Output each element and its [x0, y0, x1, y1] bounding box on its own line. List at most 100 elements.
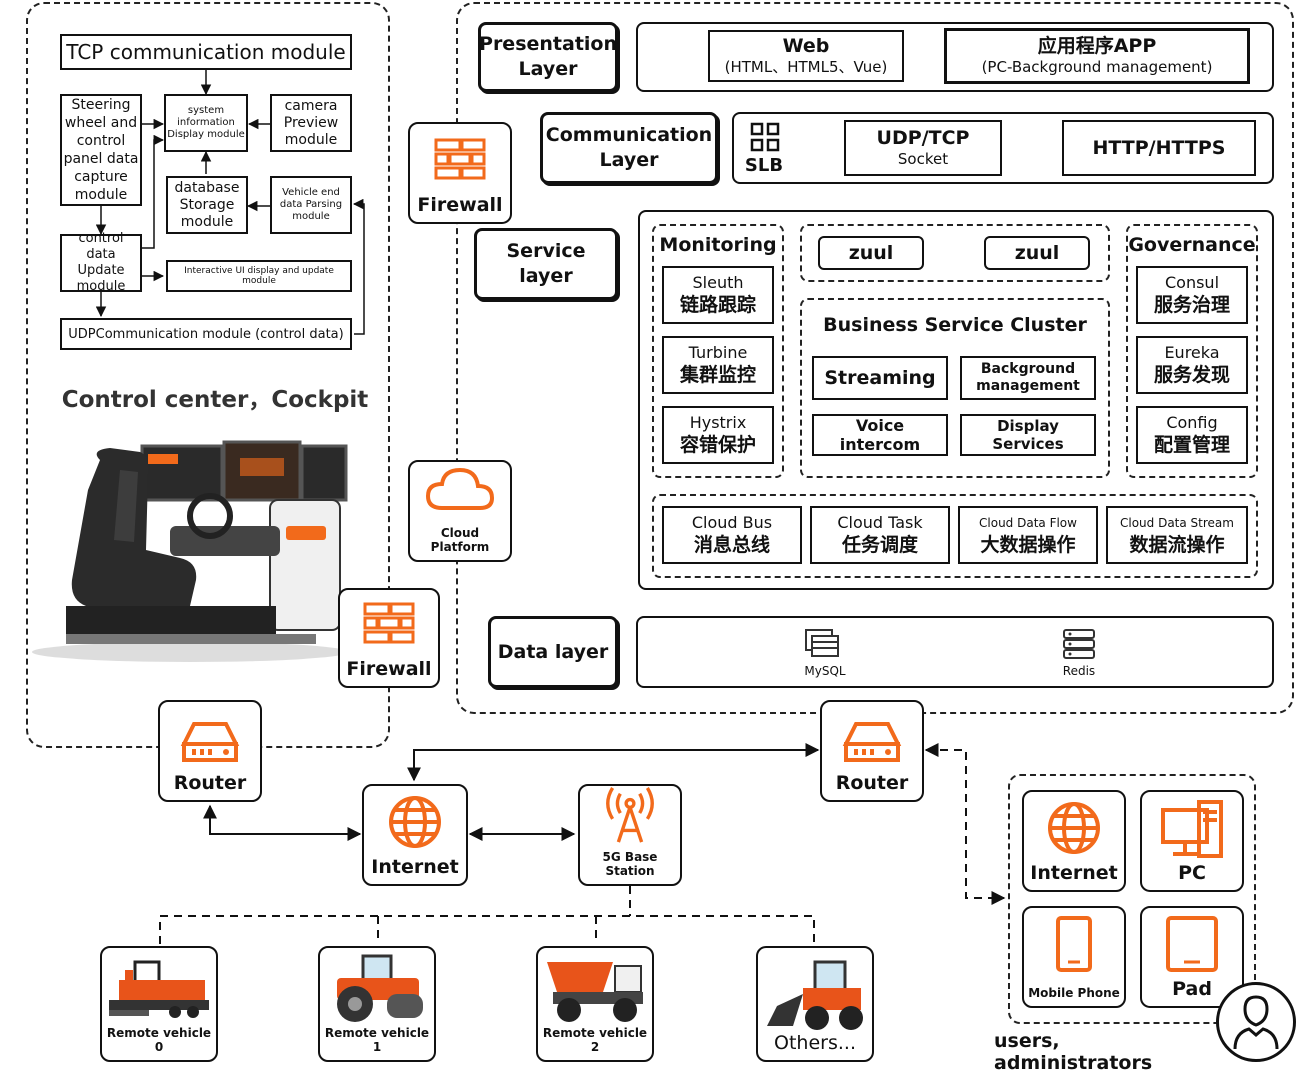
data-layer-container: [636, 616, 1274, 688]
user-internet-label: Internet: [1030, 862, 1118, 884]
control-data-update-module: control data Update module: [60, 231, 142, 294]
app-box: 应用程序APP (PC-Background management): [944, 28, 1250, 84]
data-layer-label: Data layer: [488, 616, 618, 688]
user-pad-box: Pad: [1140, 906, 1244, 1008]
monitoring-group: [652, 224, 784, 478]
user-icon: [1233, 995, 1279, 1050]
user-pc-box: PC: [1140, 790, 1244, 892]
router-icon: [180, 722, 240, 762]
roller-vehicle-icon: [337, 954, 423, 1022]
udp-tcp-subtitle: Socket: [897, 150, 949, 168]
remote-vehicle-1-label: Remote vehicle 1: [324, 1026, 430, 1054]
cloud-bus-en: Cloud Bus: [691, 513, 773, 532]
app-title: 应用程序APP: [1037, 35, 1157, 57]
user-pc-label: PC: [1178, 862, 1206, 884]
firewall-icon: [363, 602, 415, 644]
udp-communication-module: UDPCommunication module (control data): [60, 318, 352, 350]
business-cluster-group: [800, 298, 1110, 478]
consul-box: Consul 服务治理: [1136, 266, 1248, 324]
dump-truck-icon: [547, 962, 643, 1022]
cloud-data-flow-box: Cloud Data Flow 大数据操作: [958, 506, 1098, 564]
zuul-box-1: zuul: [818, 236, 924, 270]
database-storage-module: database Storage module: [166, 176, 248, 234]
cloud-bus-zh: 消息总线: [693, 534, 770, 556]
remote-vehicle-1-box: Remote vehicle 1: [318, 946, 436, 1062]
redis-label: Redis: [1062, 664, 1096, 678]
cloud-router-box: Router: [820, 700, 924, 802]
consul-en: Consul: [1164, 273, 1220, 292]
control-router-box: Router: [158, 700, 262, 802]
mysql-label: MySQL: [804, 664, 846, 678]
others-vehicle-box: Others...: [756, 946, 874, 1062]
cloud-task-zh: 任务调度: [841, 534, 918, 556]
firewall-icon: [434, 138, 486, 180]
sleuth-box: Sleuth 链路跟踪: [662, 266, 774, 324]
hystrix-zh: 容错保护: [679, 434, 756, 456]
cloud-platform-label: Cloud Platform: [430, 526, 490, 554]
remote-vehicle-0-label: Remote vehicle 0: [106, 1026, 212, 1054]
config-zh: 配置管理: [1153, 434, 1230, 456]
camera-preview-module: camera Preview module: [270, 94, 352, 152]
eureka-en: Eureka: [1164, 343, 1220, 362]
user-internet-box: Internet: [1022, 790, 1126, 892]
app-subtitle: (PC-Background management): [981, 58, 1213, 76]
control-firewall-label: Firewall: [346, 658, 432, 680]
voice-intercom-box: Voice intercom: [812, 414, 948, 456]
user-phone-label: Mobile Phone: [1028, 986, 1120, 1000]
zuul-box-2: zuul: [984, 236, 1090, 270]
config-box: Config 配置管理: [1136, 406, 1248, 464]
remote-vehicle-2-label: Remote vehicle 2: [542, 1026, 648, 1054]
user-avatar: [1216, 982, 1296, 1062]
eureka-box: Eureka 服务发现: [1136, 336, 1248, 394]
tablet-icon: [1166, 916, 1218, 972]
web-box: Web (HTML、HTML5、Vue): [708, 30, 904, 82]
interactive-ui-module: Interactive UI display and update module: [166, 260, 352, 292]
sleuth-en: Sleuth: [692, 273, 744, 292]
cloud-data-stream-en: Cloud Data Stream: [1120, 516, 1234, 530]
mobile-phone-icon: [1056, 916, 1092, 972]
cloud-data-flow-en: Cloud Data Flow: [979, 516, 1077, 530]
web-subtitle: (HTML、HTML5、Vue): [724, 58, 888, 76]
antenna-icon: [606, 787, 654, 843]
base-station-label: 5G Base Station: [602, 850, 658, 878]
cloud-firewall-box: Firewall: [408, 122, 512, 224]
paver-vehicle-icon: [109, 960, 209, 1018]
cloud-data-stream-box: Cloud Data Stream 数据流操作: [1106, 506, 1248, 564]
internet-label: Internet: [371, 856, 459, 878]
presentation-layer-label: Presentation Layer: [478, 22, 618, 92]
tcp-communication-module: TCP communication module: [60, 34, 352, 70]
monitoring-title: Monitoring: [659, 234, 777, 256]
hystrix-box: Hystrix 容错保护: [662, 406, 774, 464]
cloud-icon: [425, 467, 495, 510]
system-info-display-module: system information Display module: [164, 94, 248, 152]
hystrix-en: Hystrix: [689, 413, 747, 432]
consul-zh: 服务治理: [1153, 294, 1230, 316]
sleuth-zh: 链路跟踪: [679, 294, 756, 316]
gateway-group: [800, 224, 1110, 282]
turbine-box: Turbine 集群监控: [662, 336, 774, 394]
streaming-box: Streaming: [812, 356, 948, 400]
http-https-box: HTTP/HTTPS: [1062, 120, 1256, 176]
cockpit-simulator-image: [32, 440, 348, 662]
pc-icon: [1161, 800, 1223, 858]
user-phone-box: Mobile Phone: [1022, 906, 1126, 1008]
control-center-title: Control center，Cockpit: [61, 387, 369, 413]
business-cluster-title: Business Service Cluster: [823, 314, 1087, 336]
internet-box: Internet: [362, 784, 468, 886]
control-router-label: Router: [173, 772, 247, 794]
slb-label: SLB: [744, 155, 784, 176]
turbine-en: Turbine: [688, 343, 748, 362]
governance-title: Governance: [1128, 234, 1256, 256]
web-title: Web: [782, 35, 830, 57]
background-management-box: Background management: [960, 356, 1096, 400]
udp-tcp-box: UDP/TCP Socket: [844, 120, 1002, 176]
loader-vehicle-icon: [767, 960, 863, 1030]
cloud-data-flow-zh: 大数据操作: [980, 534, 1076, 556]
turbine-zh: 集群监控: [679, 364, 756, 386]
vehicle-data-parsing-module: Vehicle end data Parsing module: [270, 176, 352, 234]
eureka-zh: 服务发现: [1153, 364, 1230, 386]
cloud-platform-box: Cloud Platform: [408, 460, 512, 562]
communication-layer-label: Communication Layer: [540, 112, 718, 184]
base-station-box: 5G Base Station: [578, 784, 682, 886]
